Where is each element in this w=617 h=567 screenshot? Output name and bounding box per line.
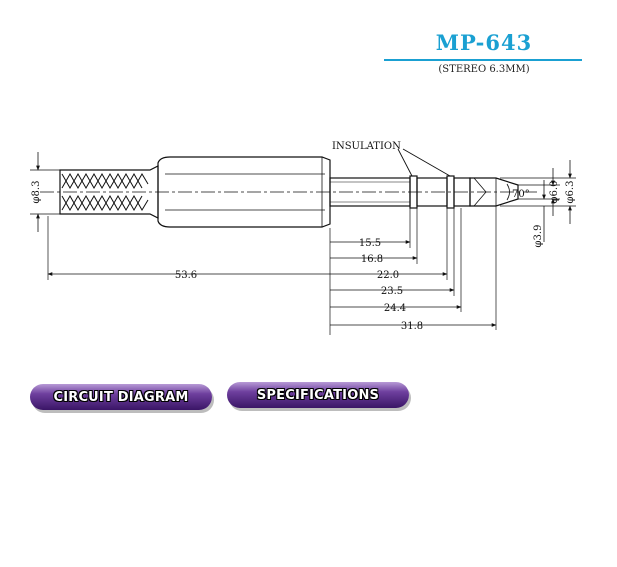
dim-15-5: 15.5: [359, 238, 381, 249]
diameter-inner-label: φ3.9: [533, 225, 544, 248]
dimension-lines: [47, 240, 497, 327]
insulation-leaders: [397, 148, 451, 177]
dim-23-5: 23.5: [381, 286, 403, 297]
diameter-tip-label: φ6.0: [549, 181, 560, 204]
specifications-label: SPECIFICATIONS: [256, 387, 380, 403]
dim-24-4: 24.4: [384, 303, 406, 314]
plug-body: [157, 156, 331, 228]
diameter-handle-label: φ8.3: [31, 181, 42, 204]
title-underline: [384, 59, 582, 61]
grip-knurling: [61, 172, 149, 212]
circuit-diagram-label: CIRCUIT DIAGRAM: [53, 389, 189, 405]
plug-outline: [40, 156, 540, 228]
model-title: MP-643: [435, 30, 533, 55]
model-subtitle: (STEREO 6.3MM): [438, 64, 530, 75]
dim-31-8: 31.8: [401, 321, 423, 332]
circuit-diagram-button[interactable]: CIRCUIT DIAGRAM: [30, 384, 212, 410]
specifications-button[interactable]: SPECIFICATIONS: [227, 382, 409, 408]
insulation-label: INSULATION: [332, 141, 401, 152]
dim-22-0: 22.0: [377, 270, 399, 281]
dim-16-8: 16.8: [361, 254, 383, 265]
diameter-outer-label: φ6.3: [565, 181, 576, 204]
tip-angle-label: 70°: [512, 189, 530, 200]
dim-53-6: 53.6: [175, 270, 197, 281]
